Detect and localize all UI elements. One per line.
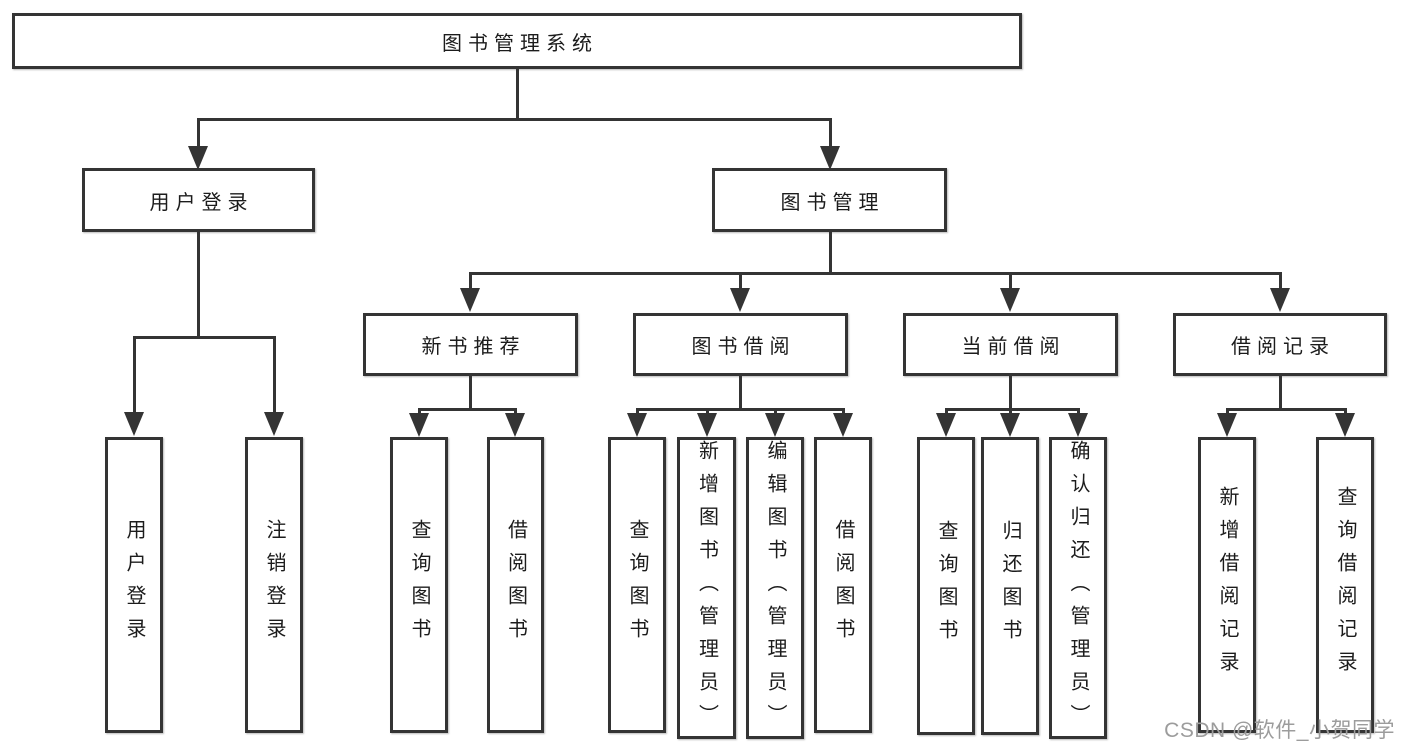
- node-label: 借阅图书: [832, 519, 854, 651]
- node-book-management-system: 图书管理系统: [12, 13, 1022, 69]
- node-label: 图书管理: [780, 191, 885, 214]
- connector-level3-shaft: [1278, 275, 1282, 291]
- arrow-down-icon: [1270, 288, 1290, 312]
- node-label: 用户登录: [149, 191, 254, 214]
- arrow-down-icon: [730, 288, 750, 312]
- leaf-borrow-books-borrow: 借阅图书: [814, 437, 872, 733]
- connector-leaf-shaft: [1076, 408, 1080, 416]
- arrow-down-icon: [1068, 413, 1088, 437]
- arrow-down-icon: [124, 412, 144, 436]
- leaf-logout: 注销登录: [245, 437, 303, 733]
- node-book-borrow: 图书借阅: [633, 313, 848, 376]
- arrow-down-icon: [505, 413, 525, 437]
- node-label: 借阅图书: [504, 519, 527, 651]
- node-label: 当前借阅: [961, 336, 1066, 358]
- arrow-down-icon: [1335, 413, 1355, 437]
- node-label: 查询图书: [626, 519, 648, 651]
- arrow-down-icon: [936, 413, 956, 437]
- node-label: 新增借阅记录: [1216, 486, 1238, 684]
- connector-user-login-hline: [132, 336, 276, 339]
- node-borrow-records: 借阅记录: [1173, 313, 1387, 376]
- connector-leaf-shaft: [773, 408, 777, 416]
- connector-leaf-shaft: [841, 408, 845, 416]
- connector-root-stub: [515, 69, 519, 118]
- node-label: 归还图书: [999, 520, 1021, 652]
- node-current-borrow: 当前借阅: [903, 313, 1118, 376]
- connector-leaf-shaft: [705, 408, 709, 416]
- node-new-book-recommend: 新书推荐: [363, 313, 578, 376]
- node-label: 确认归还（管理员）: [1067, 439, 1089, 737]
- arrow-down-icon: [1000, 288, 1020, 312]
- node-label: 查询图书: [935, 520, 957, 652]
- connector-current-stub: [1008, 376, 1012, 411]
- leaf-query-books-recommend: 查询图书: [390, 437, 448, 733]
- leaf-borrow-books-recommend: 借阅图书: [487, 437, 544, 733]
- connector-recommend-stub: [468, 376, 472, 411]
- connector-leaf-shaft: [944, 408, 948, 416]
- node-label: 用户登录: [123, 519, 145, 651]
- node-user-login: 用户登录: [82, 168, 315, 232]
- connector-leaf-shaft: [417, 408, 421, 416]
- connector-user-login-stub: [196, 232, 200, 338]
- connector-level3-shaft: [738, 275, 742, 291]
- leaf-user-login: 用户登录: [105, 437, 163, 733]
- node-label: 新书推荐: [421, 336, 526, 358]
- connector-borrow-hline: [635, 408, 845, 411]
- connector-records-stub: [1278, 376, 1282, 411]
- arrow-down-icon: [627, 413, 647, 437]
- node-label: 借阅记录: [1231, 336, 1335, 358]
- connector-level2-hline: [196, 118, 832, 121]
- arrow-down-icon: [409, 413, 429, 437]
- leaf-query-books-borrow: 查询图书: [608, 437, 666, 733]
- connector-leaf-shaft: [1225, 408, 1229, 416]
- arrow-down-icon: [264, 412, 284, 436]
- node-label: 编辑图书（管理员）: [764, 439, 786, 737]
- leaf-return-book: 归还图书: [981, 437, 1039, 735]
- connector-borrow-stub: [738, 376, 742, 411]
- arrow-down-icon: [460, 288, 480, 312]
- arrow-down-icon: [1000, 413, 1020, 437]
- connector-leaf-shaft: [272, 339, 276, 413]
- connector-book-mgmt-stub: [828, 232, 832, 275]
- leaf-query-borrow-record: 查询借阅记录: [1316, 437, 1374, 733]
- arrow-down-icon: [833, 413, 853, 437]
- node-book-management: 图书管理: [712, 168, 947, 232]
- node-label: 图书管理系统: [442, 32, 598, 55]
- connector-recommend-hline: [417, 408, 517, 411]
- node-label: 注销登录: [263, 519, 285, 651]
- connector-user-login-shaft: [196, 121, 200, 149]
- connector-level3-shaft: [468, 275, 472, 291]
- connector-level3-hline: [468, 272, 1282, 275]
- leaf-confirm-return-admin: 确认归还（管理员）: [1049, 437, 1107, 739]
- connector-leaf-shaft: [1343, 408, 1347, 416]
- arrow-down-icon: [1217, 413, 1237, 437]
- connector-leaf-shaft: [635, 408, 639, 416]
- leaf-add-borrow-record: 新增借阅记录: [1198, 437, 1256, 733]
- node-label: 查询借阅记录: [1334, 486, 1356, 684]
- leaf-edit-book-admin: 编辑图书（管理员）: [746, 437, 804, 739]
- connector-leaf-shaft: [1008, 408, 1012, 416]
- leaf-query-books-current: 查询图书: [917, 437, 975, 735]
- node-label: 查询图书: [408, 519, 430, 651]
- arrow-down-icon: [697, 413, 717, 437]
- arrow-down-icon: [765, 413, 785, 437]
- connector-current-hline: [944, 408, 1080, 411]
- node-label: 新增图书（管理员）: [695, 439, 718, 737]
- leaf-add-book-admin: 新增图书（管理员）: [677, 437, 736, 739]
- node-label: 图书借阅: [691, 336, 796, 358]
- arrow-down-icon: [820, 146, 840, 170]
- connector-records-hline: [1225, 408, 1347, 411]
- connector-leaf-shaft: [132, 339, 136, 413]
- watermark-text: CSDN @软件_小贺同学: [1164, 719, 1395, 742]
- connector-leaf-shaft: [513, 408, 517, 416]
- connector-book-mgmt-shaft: [828, 121, 832, 149]
- connector-level3-shaft: [1008, 275, 1012, 291]
- arrow-down-icon: [188, 146, 208, 170]
